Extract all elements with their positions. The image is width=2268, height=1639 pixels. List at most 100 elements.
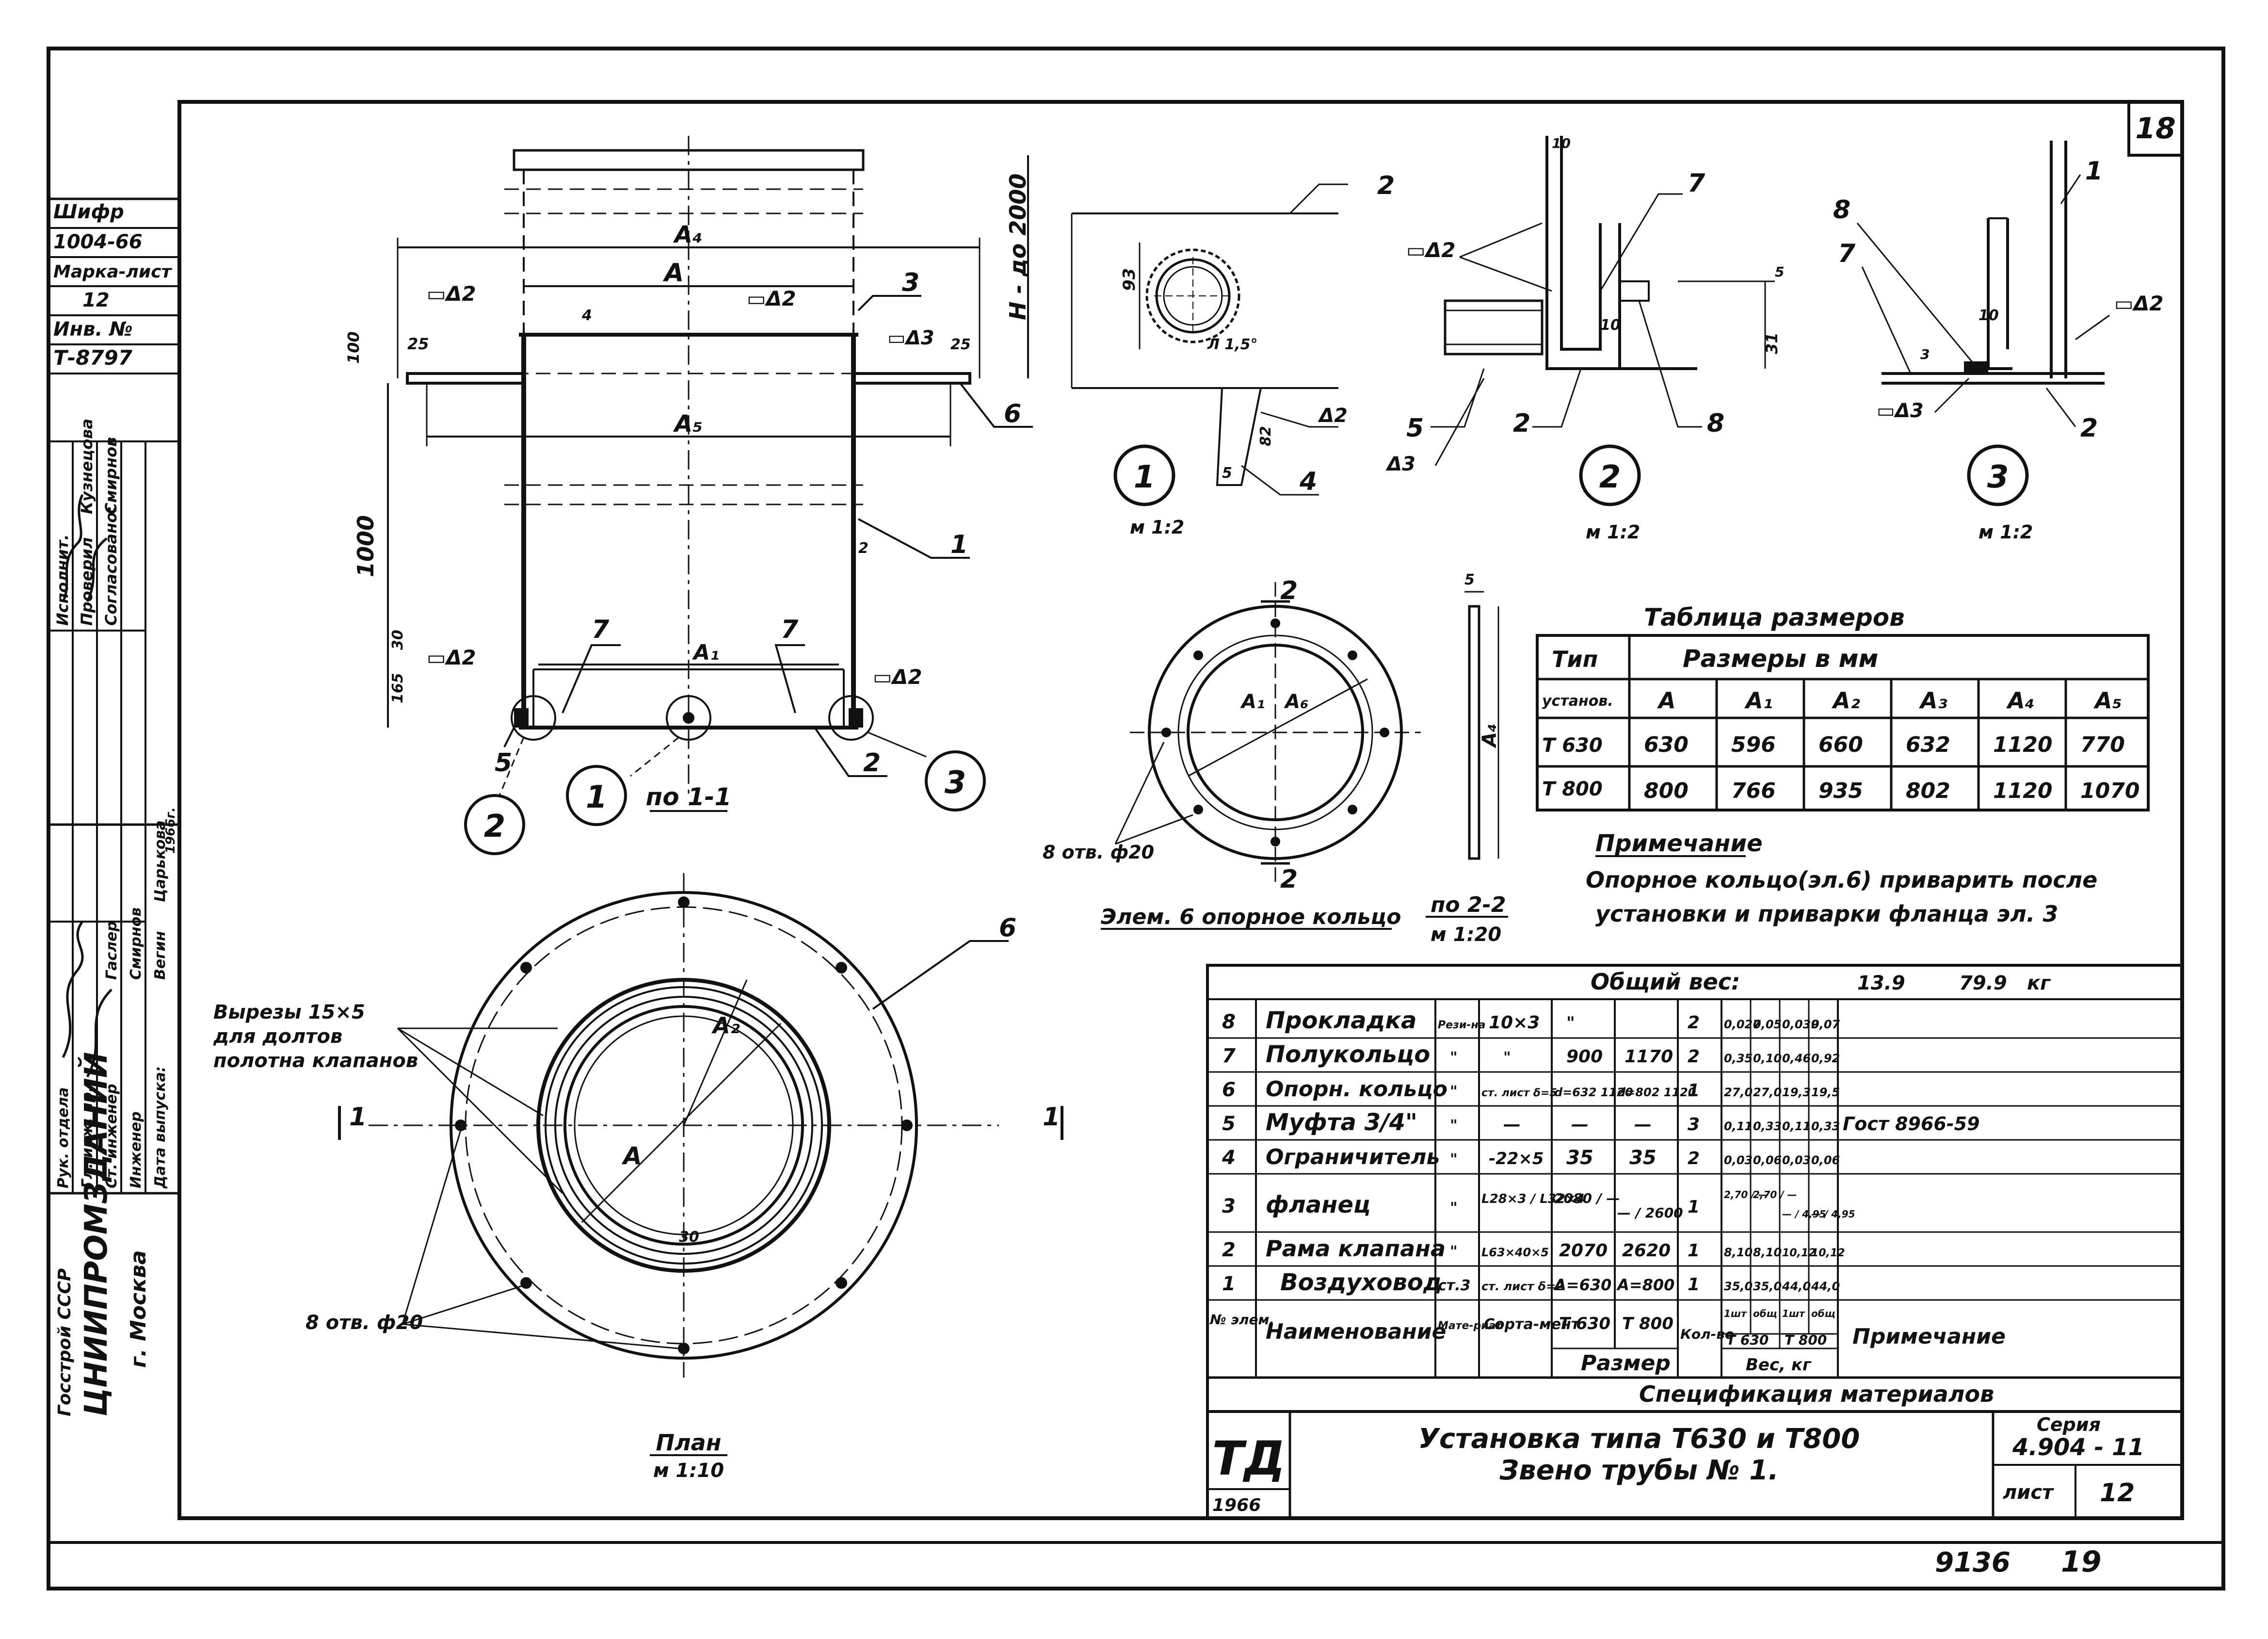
spec-w4: 10,12 [1811, 1247, 1845, 1259]
bottom-mark-1: 9136 [1935, 1547, 2011, 1578]
spec-h-material: Мате-риал [1438, 1320, 1504, 1332]
plan-cuts3: полотна клапанов [213, 1050, 418, 1072]
spec-qty: 1 [1688, 1241, 1700, 1261]
spec-w4: 19,5 [1811, 1086, 1840, 1099]
signature-2 [86, 537, 108, 602]
d3-weld-2: ▭Δ2 [2114, 292, 2163, 315]
spec-name: Муфта 3/4" [1266, 1109, 1417, 1136]
spec-num: 7 [1222, 1045, 1236, 1067]
spec-material: ст.3 [1438, 1277, 1470, 1294]
spec-h-sub2: общ [1753, 1308, 1777, 1319]
dim-4: 4 [581, 307, 592, 324]
spec-total-t630: 13.9 [1857, 972, 1905, 994]
spec-t630: 2070 [1559, 1241, 1608, 1261]
spec-w2: 0,06 [1753, 1153, 1782, 1167]
spec-t800: d=802 1120 [1617, 1086, 1696, 1099]
role-soglasovano: Согласовано: [102, 506, 120, 626]
spec-total-label: Общий вес: [1591, 969, 1740, 995]
ring-sec-top: 2 [1280, 576, 1298, 605]
spec-w2: 0,10 [1753, 1052, 1782, 1065]
spec-num: 4 [1222, 1147, 1236, 1169]
ring-holes: 8 отв. ф20 [1043, 842, 1154, 863]
role-gl-inzh: Гл. инж. пр. [79, 1087, 96, 1188]
note-line1: Опорное кольцо(эл.6) приварить после [1586, 867, 2097, 893]
dim-100: 100 [344, 331, 363, 364]
spec-t800: A=800 [1616, 1276, 1674, 1294]
spec-w2: 0,05 [1753, 1018, 1782, 1031]
name-smirnov-2: Смирнов [128, 908, 145, 980]
dim-a1: A₁ [692, 640, 719, 665]
spec-h-num: № элем. [1209, 1312, 1274, 1328]
callout-2: 2 [863, 748, 881, 778]
spec-w2: 0,33 [1753, 1120, 1782, 1133]
spec-table: Общий вес: 13.9 79.9 кг 8 Прокладка [1206, 964, 2184, 1413]
spec-qty: 1 [1688, 1275, 1700, 1295]
spec-assortment: — [1503, 1115, 1521, 1135]
detail-3: 1 8 7 10 3 ▭Δ2 ▭Δ3 2 3 м 1:2 [1833, 141, 2163, 543]
org-city: г. Москва [126, 1250, 151, 1368]
spec-assortment: " [1503, 1049, 1511, 1066]
name-gasler: Гаслер [103, 921, 120, 980]
spec-name: Рама клапана [1266, 1235, 1446, 1262]
name-tsarkova: Царькова [152, 820, 169, 902]
spec-t800: 35 [1629, 1147, 1657, 1169]
dims-row2-a: 800 [1644, 779, 1689, 803]
sheet-label: лист [2003, 1481, 2055, 1504]
bottom-mark-2: 19 [2061, 1545, 2102, 1579]
note: Примечание Опорное кольцо(эл.6) приварит… [1586, 830, 2097, 927]
dim-2: 2 [858, 540, 869, 557]
ring-a4: A₄ [1479, 724, 1501, 748]
d3-dim-10: 10 [1978, 307, 1999, 324]
d1-dim-5: 5 [1222, 465, 1232, 482]
dims-col-a5: A₅ [2093, 687, 2122, 714]
stamp-date: 1966г. [163, 807, 178, 854]
spec-material: " [1450, 1083, 1458, 1100]
sheet-value: 12 [2100, 1478, 2135, 1508]
d2-dim-10: 10 [1552, 135, 1571, 151]
spec-qty: 2 [1688, 1047, 1700, 1067]
dims-row1-a1: 596 [1731, 732, 1776, 757]
org-top: Госстрой СССР [55, 1268, 75, 1416]
spec-qty: 1 [1688, 1081, 1700, 1101]
marka-value: 12 [82, 289, 110, 311]
spec-assortment: ст. лист δ=2 [1481, 1280, 1564, 1293]
plan-sec-right: 1 [1043, 1103, 1060, 1132]
spec-w3: 0,46 [1782, 1052, 1811, 1065]
spec-w3: 44,0 [1782, 1280, 1811, 1293]
dims-row2-type: Т 800 [1542, 778, 1603, 800]
spec-t800: 2620 [1622, 1241, 1671, 1261]
role-st-inzhener: Ст. инженер [103, 1084, 120, 1188]
page-number: 18 [2135, 112, 2176, 146]
spec-w3: 19,3 [1782, 1086, 1811, 1099]
d3-weld-3: ▭Δ3 [1877, 400, 1924, 422]
plan-a: A [621, 1142, 642, 1170]
shifr-value: 1004-66 [53, 231, 143, 253]
dim-165: 165 [389, 673, 406, 703]
spec-w3: 0,039 [1782, 1018, 1819, 1031]
weld-left: ▭Δ2 [427, 282, 476, 306]
name-vegin: Вегин [152, 931, 169, 980]
d1-weld: Δ2 [1318, 405, 1348, 427]
dims-col-a1: A₁ [1744, 687, 1773, 714]
spec-t630: 900 [1566, 1047, 1603, 1067]
d1-scale: м 1:2 [1130, 517, 1184, 538]
spec-h-sub3: 1шт [1782, 1308, 1805, 1319]
d3-part-8: 8 [1833, 195, 1850, 225]
dims-col-a: A [1657, 687, 1676, 714]
weld-bottom-left: ▭Δ2 [427, 646, 476, 669]
spec-assortment: -22×5 [1489, 1149, 1544, 1168]
dims-header-type2: установ. [1542, 693, 1613, 710]
spec-h-qty: Кол-во [1680, 1326, 1734, 1342]
spec-row: 1 Воздуховод ст.3 ст. лист δ=2 A=630 A=8… [1222, 1269, 1840, 1296]
ring-caption: Элем. 6 опорное кольцо [1101, 905, 1401, 929]
spec-h-sub4: общ [1811, 1308, 1835, 1319]
callout-6: 6 [1004, 399, 1021, 428]
spec-t630: — [1571, 1115, 1589, 1135]
inner-frame [177, 100, 2184, 1520]
marka-label: Марка-лист [53, 262, 172, 282]
dim-25b: 25 [950, 336, 971, 353]
title-logo: ТД [1212, 1431, 1286, 1486]
spec-h-sub1: 1шт [1724, 1308, 1747, 1319]
spec-qty: 3 [1688, 1115, 1700, 1135]
